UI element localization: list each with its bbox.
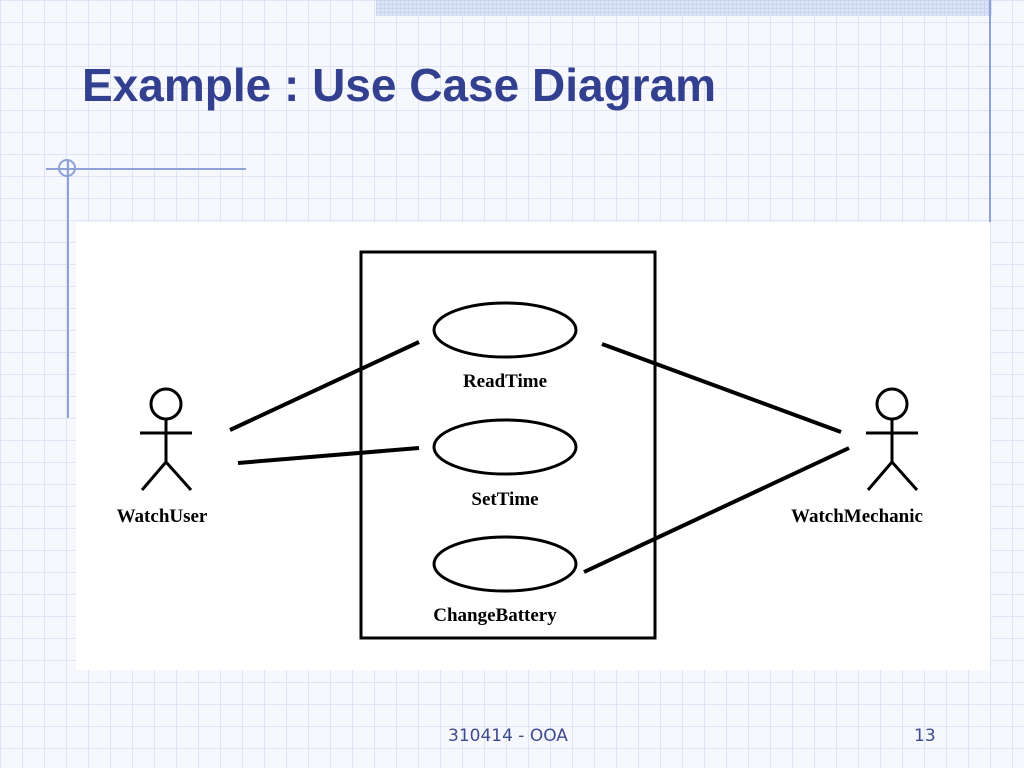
crosshair-decor-icon [58, 159, 76, 177]
footer-page-number: 13 [914, 726, 936, 746]
top-decor-band [376, 0, 992, 16]
association-watchmechanic-changebattery [583, 446, 850, 574]
slide-title: Example : Use Case Diagram [82, 59, 717, 111]
use-case-settime-ellipse [432, 418, 578, 476]
use-case-readtime-label: ReadTime [463, 371, 547, 392]
system-boundary [359, 250, 657, 640]
actor-watchuser-stick-figure [140, 387, 193, 491]
use-case-readtime-ellipse [432, 301, 578, 359]
actor-watchuser-label: WatchUser [117, 506, 208, 527]
use-case-diagram-svg: ReadTime SetTime ChangeBattery WatchUser… [117, 250, 923, 640]
association-watchuser-readtime [229, 340, 420, 432]
use-case-changebattery-label: ChangeBattery [433, 605, 557, 626]
left-decor-rule [67, 160, 69, 418]
footer-course-label: 310414 - OOA [448, 726, 568, 746]
use-case-diagram: ReadTime SetTime ChangeBattery WatchUser… [76, 222, 990, 670]
actor-watchmechanic-label: WatchMechanic [791, 506, 923, 527]
title-underline-rule [46, 168, 246, 170]
use-case-settime-label: SetTime [471, 489, 538, 510]
association-watchmechanic-readtime [601, 342, 842, 434]
actor-watchmechanic-stick-figure [866, 387, 919, 491]
association-watchuser-settime [237, 446, 420, 465]
right-decor-rule [989, 0, 991, 222]
use-case-changebattery-ellipse [432, 535, 578, 593]
